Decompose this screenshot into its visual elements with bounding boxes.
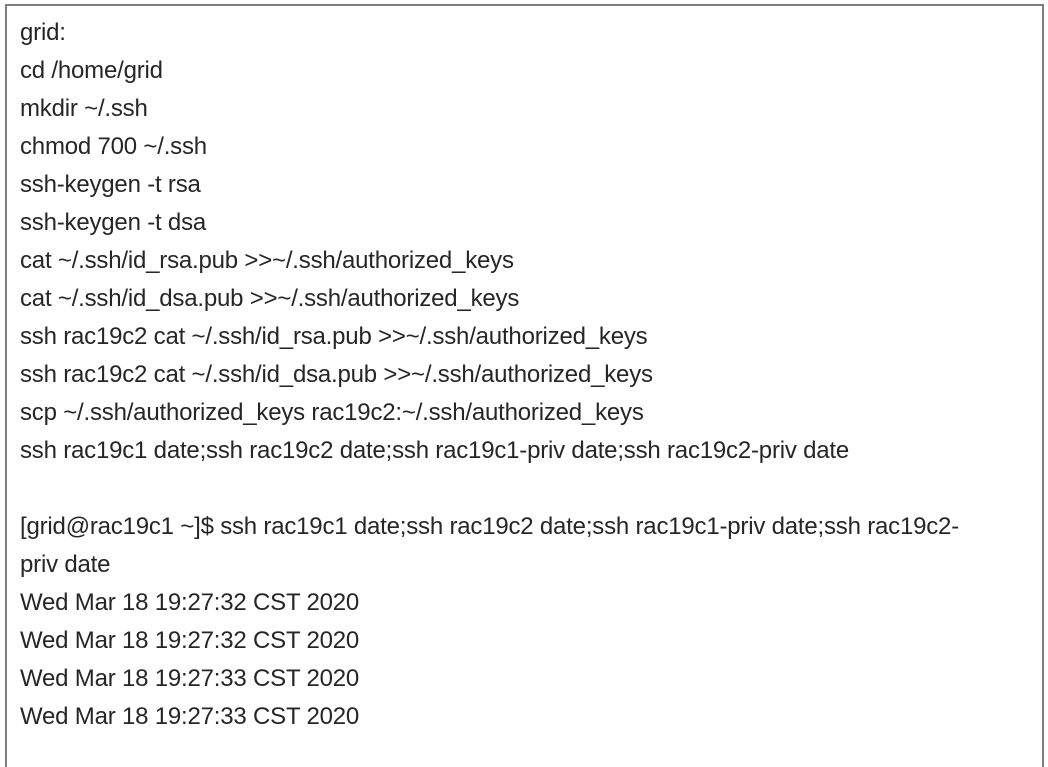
- ssh-commands-code-block: grid: cd /home/grid mkdir ~/.ssh chmod 700 …: [5, 4, 1044, 767]
- code-line: Wed Mar 18 19:27:32 CST 2020: [20, 589, 360, 616]
- code-line: ssh rac19c2 cat ~/.ssh/id_rsa.pub >>~/.s…: [20, 323, 648, 350]
- code-line: scp ~/.ssh/authorized_keys rac19c2:~/.ss…: [20, 399, 644, 426]
- code-line: cat ~/.ssh/id_dsa.pub >>~/.ssh/authorize…: [20, 285, 520, 312]
- code-line: Wed Mar 18 19:27:32 CST 2020: [20, 627, 360, 654]
- code-line: cat ~/.ssh/id_rsa.pub >>~/.ssh/authorize…: [20, 247, 514, 274]
- code-line: mkdir ~/.ssh: [20, 95, 148, 122]
- code-line: grid:: [20, 19, 66, 46]
- code-line: ssh rac19c1 date;ssh rac19c2 date;ssh ra…: [20, 437, 850, 464]
- code-line: chmod 700 ~/.ssh: [20, 133, 207, 160]
- code-line: Wed Mar 18 19:27:33 CST 2020: [20, 703, 360, 730]
- code-line: [20, 470, 1028, 508]
- code-line: ssh-keygen -t dsa: [20, 209, 207, 236]
- code-line: Wed Mar 18 19:27:33 CST 2020: [20, 665, 360, 692]
- code-line: [grid@rac19c1 ~]$ ssh rac19c1 date;ssh r…: [20, 513, 959, 540]
- code-line: cd /home/grid: [20, 57, 163, 84]
- code-line: ssh-keygen -t rsa: [20, 171, 201, 198]
- code-line: ssh rac19c2 cat ~/.ssh/id_dsa.pub >>~/.s…: [20, 361, 653, 388]
- code-line: priv date: [20, 551, 111, 578]
